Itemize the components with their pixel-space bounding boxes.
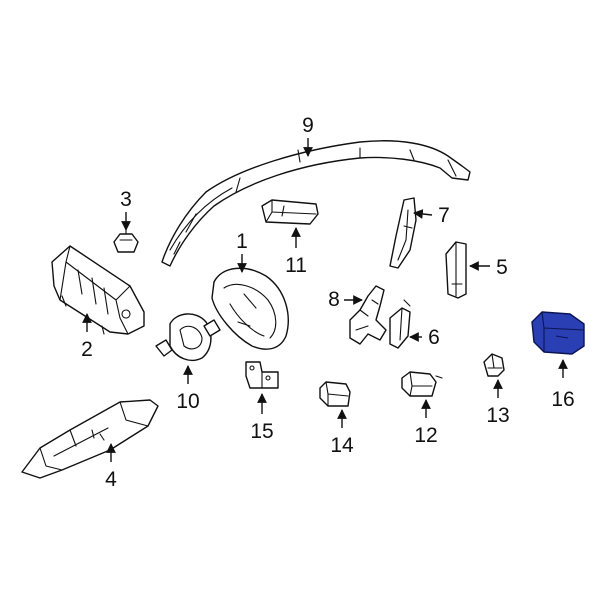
- part-13-clip[interactable]: [483, 353, 505, 377]
- part-11-module[interactable]: [261, 199, 319, 225]
- callout-15: 15: [250, 393, 274, 443]
- callout-11: 11: [285, 227, 307, 277]
- part-1-driver-airbag[interactable]: [211, 267, 289, 350]
- part-5-pillar-trim[interactable]: [445, 241, 467, 299]
- callout-label-15: 15: [250, 420, 273, 443]
- callout-label-2: 2: [81, 338, 93, 361]
- callout-14: 14: [330, 409, 354, 457]
- callout-2: 2: [81, 313, 93, 361]
- part-10-clock-spring[interactable]: [155, 313, 221, 362]
- callout-label-3: 3: [120, 188, 132, 211]
- callout-5: 5: [469, 256, 508, 279]
- part-6-small-bracket[interactable]: [389, 299, 411, 349]
- callout-label-16: 16: [551, 388, 574, 411]
- callout-label-13: 13: [486, 404, 509, 427]
- part-9-curtain-airbag[interactable]: [161, 140, 471, 267]
- callout-label-5: 5: [496, 256, 508, 279]
- callout-label-8: 8: [328, 288, 340, 311]
- callout-4: 4: [105, 443, 117, 491]
- part-12-sensor[interactable]: [401, 371, 443, 397]
- callout-12: 12: [414, 399, 438, 447]
- callout-3: 3: [120, 188, 132, 231]
- part-8-bracket[interactable]: [349, 285, 387, 345]
- callout-1: 1: [236, 230, 248, 273]
- part-15-bracket[interactable]: [245, 361, 279, 389]
- callout-label-10: 10: [176, 390, 199, 413]
- callout-label-14: 14: [330, 434, 354, 457]
- part-2-passenger-airbag[interactable]: [51, 245, 145, 335]
- callout-label-12: 12: [414, 424, 437, 447]
- callout-7: 7: [413, 204, 450, 227]
- callout-8: 8: [328, 288, 363, 311]
- callout-label-11: 11: [285, 254, 307, 277]
- callout-label-9: 9: [302, 114, 314, 137]
- callout-13: 13: [486, 379, 510, 427]
- callout-label-6: 6: [428, 326, 440, 349]
- callout-label-4: 4: [105, 468, 117, 491]
- callout-9: 9: [302, 114, 314, 157]
- callout-16: 16: [551, 359, 575, 411]
- callout-label-7: 7: [438, 204, 450, 227]
- callout-6: 6: [409, 326, 440, 349]
- part-3-nut[interactable]: [113, 229, 139, 253]
- part-4-knee-airbag[interactable]: [21, 399, 159, 479]
- callout-label-1: 1: [236, 230, 248, 253]
- part-16-control-module[interactable]: [531, 311, 585, 355]
- part-7-side-bracket[interactable]: [389, 197, 417, 269]
- callout-10: 10: [176, 365, 200, 413]
- part-14-sensor[interactable]: [319, 381, 351, 407]
